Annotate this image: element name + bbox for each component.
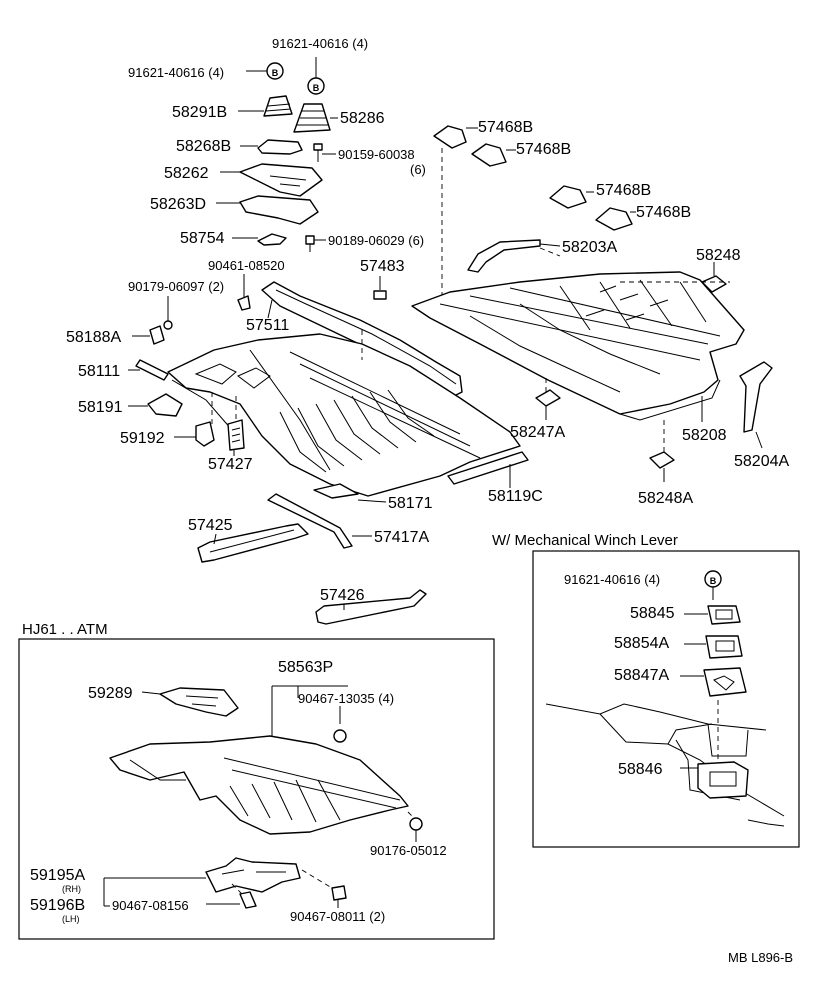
bracket-58188a <box>149 325 165 345</box>
winch-callout-58846: 58846 <box>618 761 663 778</box>
callout-58268b: 58268B <box>176 138 231 155</box>
atm-callout-90176: 90176-05012 <box>370 843 447 858</box>
bracket-57468b-1 <box>433 125 467 149</box>
callout-58754: 58754 <box>180 230 225 247</box>
callout-58263d: 58263D <box>150 196 206 213</box>
winch-box <box>532 550 800 848</box>
bracket-59195a <box>205 857 301 893</box>
atm-box <box>18 638 495 940</box>
bracket-58248 <box>701 275 727 293</box>
atm-callout-58563p: 58563P <box>278 659 333 676</box>
svg-text:B: B <box>313 83 320 93</box>
footer-code: MB L896-B <box>728 950 793 965</box>
atm-callout-59196b: 59196B <box>30 897 85 914</box>
bracket-57468b-2 <box>471 143 507 167</box>
boot-58847a <box>703 667 747 697</box>
rear-floor-pan <box>411 271 745 415</box>
winch-callout-58854a: 58854A <box>614 635 669 652</box>
winch-marker-b: B <box>704 570 722 588</box>
plate-58262 <box>239 163 323 197</box>
marker-b-top: B <box>307 77 325 95</box>
callout-57468b-1: 57468B <box>478 119 533 136</box>
winch-callout-58847a: 58847A <box>614 667 669 684</box>
callout-57468b-3: 57468B <box>596 182 651 199</box>
plate-58268b <box>257 139 303 155</box>
callout-57468b-2: 57468B <box>516 141 571 158</box>
bracket-59289 <box>159 687 239 717</box>
bolt-90159-60038 <box>313 143 336 162</box>
callout-90179: 90179-06097 (2) <box>128 279 224 294</box>
callout-58208: 58208 <box>682 427 727 444</box>
callout-58188a: 58188A <box>66 329 121 346</box>
callout-57468b-4: 57468B <box>636 204 691 221</box>
callout-58191: 58191 <box>78 399 123 416</box>
callout-58248a: 58248A <box>638 490 693 507</box>
bracket-58191 <box>147 393 183 417</box>
bracket-58754 <box>257 233 287 246</box>
callout-57425: 57425 <box>188 517 233 534</box>
plate-58263d <box>239 195 319 225</box>
callout-90461: 90461-08520 <box>208 258 285 273</box>
brace-57417a <box>267 493 353 549</box>
winch-callout-91621: 91621-40616 (4) <box>564 572 660 587</box>
bracket-58204a <box>739 361 773 433</box>
callout-59192: 59192 <box>120 430 165 447</box>
plate-58854a <box>705 635 743 659</box>
callout-58248: 58248 <box>696 247 741 264</box>
bolt-90467-08011 <box>301 869 347 901</box>
atm-callout-90467-13035: 90467-13035 (4) <box>298 691 394 706</box>
callout-57483: 57483 <box>360 258 405 275</box>
callout-58291b: 58291B <box>172 104 227 121</box>
svg-text:B: B <box>272 68 279 78</box>
atm-callout-59289: 59289 <box>88 685 133 702</box>
sill-58119c <box>447 451 529 485</box>
bolt-90189-06029 <box>305 235 326 252</box>
atm-floor-cover <box>109 735 409 835</box>
callout-91621-left: 91621-40616 (4) <box>128 65 224 80</box>
atm-callout-90467-08156: 90467-08156 <box>112 898 189 913</box>
clip-57483 <box>373 290 387 300</box>
rail-58203a <box>467 239 541 273</box>
marker-b-left: B <box>266 62 284 80</box>
cover-58846 <box>697 761 749 799</box>
callout-58204a: 58204A <box>734 453 789 470</box>
atm-callout-rh: (RH) <box>62 884 81 894</box>
bracket-58247a <box>535 389 561 407</box>
callout-90159: 90159-60038 <box>338 147 415 162</box>
callout-58119c: 58119C <box>488 488 543 505</box>
svg-text:B: B <box>710 576 717 586</box>
callout-57511: 57511 <box>246 317 289 334</box>
brace-57426 <box>315 589 427 625</box>
callout-58171: 58171 <box>388 495 433 512</box>
callout-91621-top: 91621-40616 (4) <box>272 36 368 51</box>
atm-box-title: HJ61 . . ATM <box>22 621 108 638</box>
nut-90176 <box>409 817 423 831</box>
bracket-58248a <box>649 451 675 469</box>
grommet-58845 <box>707 605 741 625</box>
rail-58111 <box>135 359 169 381</box>
callout-57417a: 57417A <box>374 529 429 546</box>
callout-57427: 57427 <box>208 456 253 473</box>
front-floor-pan <box>167 333 521 497</box>
callout-90159-qty: (6) <box>410 162 426 177</box>
bracket-57468b-3 <box>549 185 587 209</box>
bolt-90467-13035 <box>333 729 347 743</box>
callout-58247a: 58247A <box>510 424 565 441</box>
callout-58111: 58111 <box>78 363 120 380</box>
atm-callout-lh: (LH) <box>62 914 80 924</box>
callout-58203a: 58203A <box>562 239 617 256</box>
callout-90189: 90189-06029 (6) <box>328 233 424 248</box>
atm-callout-59195a: 59195A <box>30 867 85 884</box>
callout-58286: 58286 <box>340 110 385 127</box>
cover-59192 <box>195 421 215 447</box>
winch-callout-58845: 58845 <box>630 605 675 622</box>
callout-58262: 58262 <box>164 165 209 182</box>
bolt-90467-08156 <box>231 883 257 909</box>
bracket-57468b-4 <box>595 207 633 231</box>
winch-box-title: W/ Mechanical Winch Lever <box>492 532 678 549</box>
bracket-58171 <box>313 483 359 499</box>
atm-callout-90467-08011: 90467-08011 (2) <box>290 909 385 924</box>
callout-57426: 57426 <box>320 587 365 604</box>
